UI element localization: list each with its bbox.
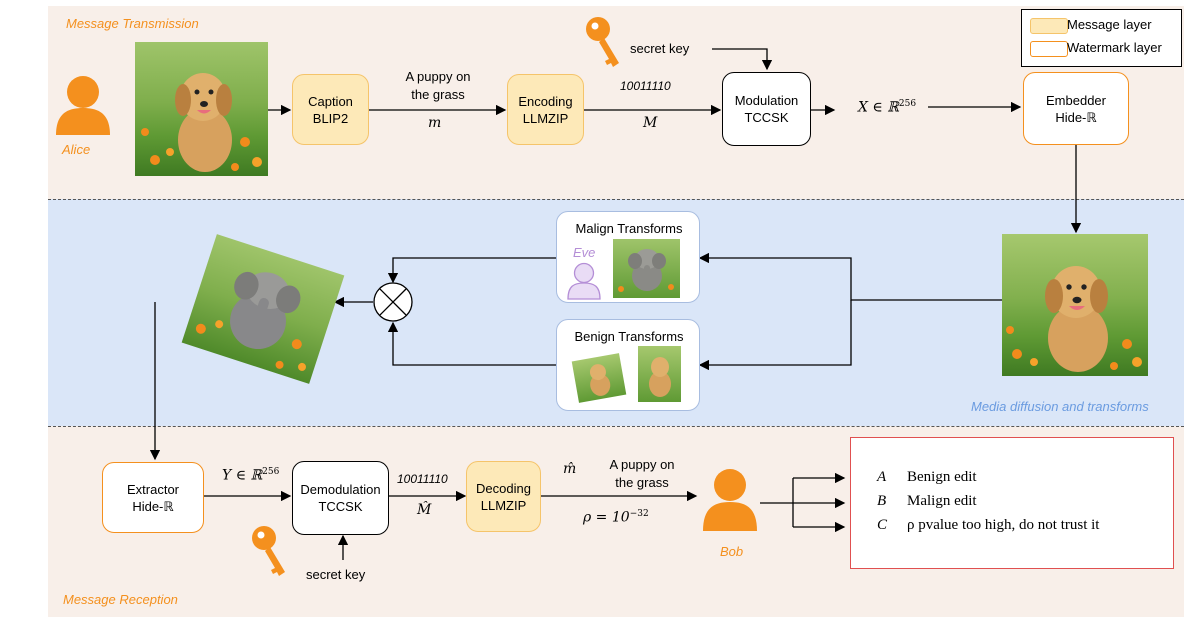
- secret-key-icon-top: [586, 17, 619, 67]
- embedder-box: Embedder Hide-ℝ: [1023, 72, 1129, 145]
- alice-person-icon: [56, 76, 110, 135]
- modulation-box: Modulation TCCSK: [722, 72, 811, 146]
- embedder-box-model: Hide-ℝ: [1055, 109, 1097, 125]
- secret-key-icon-bottom: [252, 526, 285, 576]
- watermarked-puppy-image: [1002, 234, 1148, 376]
- alice-label: Alice: [62, 142, 91, 157]
- extractor-box: Extractor Hide-ℝ: [102, 462, 204, 533]
- section-title-diffusion: Media diffusion and transforms: [971, 399, 1149, 414]
- caption-box: Caption BLIP2: [292, 74, 369, 145]
- bits-bottom: 10011110: [397, 472, 448, 486]
- input-puppy-image: [135, 42, 268, 176]
- decoding-box-title: Decoding: [476, 480, 531, 496]
- demodulation-box-model: TCCSK: [318, 499, 363, 514]
- bits-top: 10011110: [620, 79, 671, 93]
- label-M: M: [643, 115, 658, 131]
- combiner-node: [373, 282, 413, 322]
- label-m-hat: m̂: [563, 461, 577, 477]
- label-Y: Y ∈ ℝ256: [222, 467, 280, 484]
- legend-watermark-swatch: [1030, 41, 1068, 57]
- label-m: m: [428, 115, 442, 131]
- encoding-box-title: Encoding: [518, 93, 573, 109]
- decoded-text-line1: A puppy on: [609, 457, 675, 472]
- encoding-box-model: LLMZIP: [522, 110, 569, 126]
- benign-transforms-title: Benign Transforms: [574, 329, 684, 344]
- legend-watermark-label: Watermark layer: [1067, 40, 1162, 55]
- benign-transforms-panel: Benign Transforms: [556, 319, 700, 411]
- section-title-transmission: Message Transmission: [66, 16, 199, 31]
- extractor-box-title: Extractor: [126, 481, 179, 497]
- secret-key-label-top: secret key: [630, 41, 690, 56]
- demodulation-box-title: Demodulation: [300, 482, 381, 497]
- benign-example-scaled-image: [638, 346, 681, 402]
- transformed-image: [181, 234, 345, 384]
- secret-key-label-bottom: secret key: [306, 567, 366, 582]
- divider-top: [48, 199, 1184, 200]
- legend-message-swatch: [1030, 18, 1068, 34]
- label-X: X ∈ ℝ256: [858, 99, 917, 116]
- modulation-box-title: Modulation: [734, 93, 799, 108]
- malign-transforms-title: Malign Transforms: [575, 221, 683, 236]
- extractor-box-model: Hide-ℝ: [132, 498, 174, 514]
- legend-message-label: Message layer: [1067, 17, 1152, 32]
- eve-label: Eve: [573, 245, 596, 260]
- eve-person-icon: [567, 262, 601, 300]
- divider-bottom: [48, 426, 1184, 427]
- caption-box-model: BLIP2: [312, 110, 349, 126]
- caption-box-title: Caption: [308, 93, 353, 109]
- decoded-text-line2: the grass: [615, 475, 669, 490]
- modulation-box-model: TCCSK: [744, 110, 789, 125]
- bob-person-icon: [703, 469, 757, 531]
- bob-label: Bob: [720, 544, 744, 559]
- decoding-box-model: LLMZIP: [480, 497, 527, 513]
- label-rho: ρ = 10−32: [583, 509, 649, 526]
- malign-example-image: [613, 239, 680, 298]
- demodulation-box: Demodulation TCCSK: [292, 461, 389, 535]
- encoding-box: Encoding LLMZIP: [507, 74, 584, 145]
- embedder-box-title: Embedder: [1046, 92, 1106, 108]
- legend: Message layer Watermark layer: [1021, 9, 1182, 67]
- decoding-box: Decoding LLMZIP: [466, 461, 541, 532]
- caption-text-line1: A puppy on: [405, 69, 471, 84]
- benign-example-rotated-image: [571, 353, 627, 403]
- caption-text-line2: the grass: [411, 87, 465, 102]
- label-M-hat: M̂: [417, 502, 432, 518]
- section-title-reception: Message Reception: [63, 592, 178, 607]
- malign-transforms-panel: Malign Transforms Eve: [556, 211, 700, 303]
